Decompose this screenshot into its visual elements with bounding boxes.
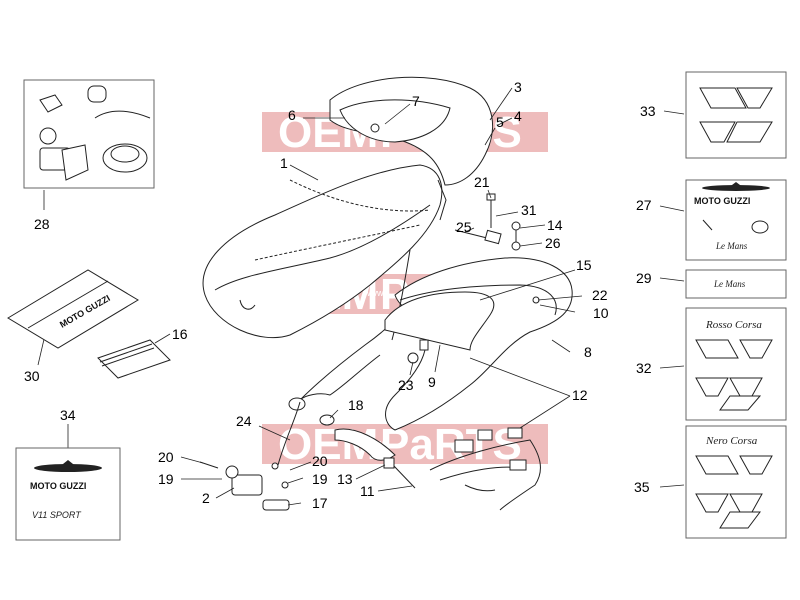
callout-28: 28: [34, 216, 50, 232]
callout-25: 25: [456, 219, 472, 235]
decal-27-script: Le Mans: [715, 241, 748, 251]
callout-19-right: 19: [312, 471, 328, 487]
decal-29-script: Le Mans: [713, 279, 746, 289]
callout-29: 29: [636, 270, 652, 286]
callout-35: 35: [634, 479, 650, 495]
callouts: 1 2 3 4 5 6 7 8 9 10 11 12 13 14 15 16 1…: [24, 79, 656, 511]
callout-19-left: 19: [158, 471, 174, 487]
lock-set-box: [23, 79, 155, 189]
callout-12: 12: [572, 387, 588, 403]
callout-23: 23: [398, 377, 414, 393]
decal-34-brand: MOTO GUZZI: [30, 481, 86, 491]
callout-5: 5: [496, 114, 504, 130]
callout-27: 27: [636, 197, 652, 213]
callout-16: 16: [172, 326, 188, 342]
callout-24: 24: [236, 413, 252, 429]
callout-10: 10: [593, 305, 609, 321]
decal-box-29: Le Mans: [685, 269, 787, 299]
callout-17: 17: [312, 495, 328, 511]
callout-20-right: 20: [312, 453, 328, 469]
callout-30: 30: [24, 368, 40, 384]
callout-32: 32: [636, 360, 652, 376]
decal-box-32: Rosso Corsa: [685, 307, 787, 421]
callout-7: 7: [412, 93, 420, 109]
leader-lines: [37, 87, 685, 506]
manual-part: [97, 339, 171, 379]
callout-9: 9: [428, 374, 436, 390]
decal-box-27: MOTO GUZZI Le Mans: [685, 179, 787, 261]
callout-11: 11: [360, 483, 375, 499]
rail-part: [319, 414, 523, 489]
callout-26: 26: [545, 235, 561, 251]
callout-22: 22: [592, 287, 608, 303]
callout-3: 3: [514, 79, 522, 95]
callout-6: 6: [288, 107, 296, 123]
tool-pouch-part: MOTO GUZZI: [7, 269, 139, 349]
callout-8: 8: [584, 344, 592, 360]
callout-14: 14: [547, 217, 563, 233]
callout-4: 4: [514, 108, 522, 124]
callout-31: 31: [521, 202, 537, 218]
callout-21: 21: [474, 174, 490, 190]
decal-box-33: [685, 71, 787, 159]
callout-18: 18: [348, 397, 364, 413]
decal-box-34: MOTO GUZZI V11 SPORT: [15, 447, 121, 541]
seat-cowl-part: [329, 76, 494, 221]
bracket-plate-part: [384, 291, 495, 364]
callout-33: 33: [640, 103, 656, 119]
callout-34: 34: [60, 407, 76, 423]
watermark-www-2: www: [363, 288, 384, 298]
seat-part: [202, 164, 443, 339]
callout-20-left: 20: [158, 449, 174, 465]
callout-2: 2: [202, 490, 210, 506]
decal-35-script: Nero Corsa: [705, 435, 758, 447]
callout-13: 13: [337, 471, 353, 487]
callout-1: 1: [280, 155, 288, 171]
decal-box-35: Nero Corsa: [685, 425, 787, 539]
callout-15: 15: [576, 257, 592, 273]
decal-32-script: Rosso Corsa: [705, 319, 762, 331]
decal-27-brand: MOTO GUZZI: [694, 196, 750, 206]
decal-34-model: V11 SPORT: [32, 510, 82, 520]
wiring-harness-part: [429, 429, 541, 511]
seat-lock-part: [199, 401, 301, 511]
